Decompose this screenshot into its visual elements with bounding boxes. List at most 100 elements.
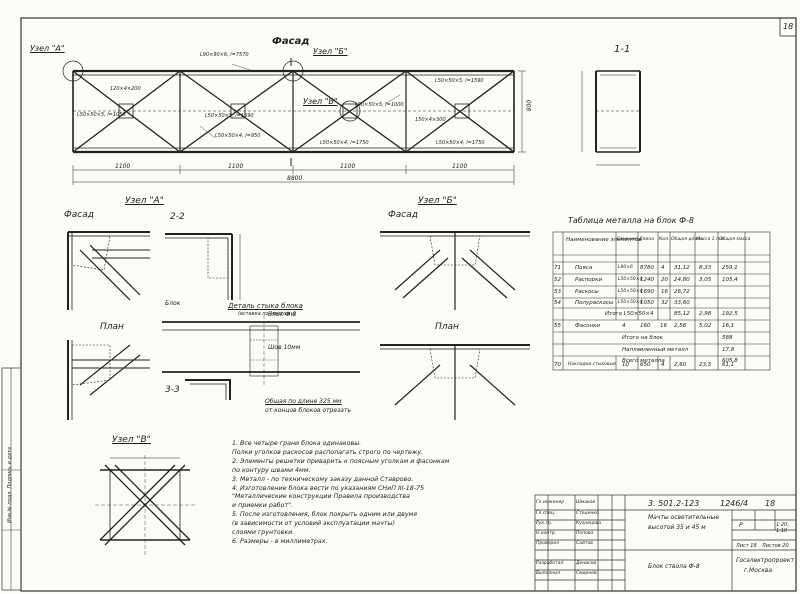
cell-name: Полураскосы [575, 300, 614, 306]
staff-role: Н.контр. [536, 531, 557, 536]
cell-pos: 54 [554, 300, 561, 306]
sheet-number: 18 [783, 22, 794, 31]
staff-role: Гл.спец. [536, 511, 556, 516]
side-stamp: Инв.№ подл. Подпись и дата [7, 447, 13, 523]
cell-subtotal-mass: 192,5 [722, 311, 738, 317]
label-brace-5: L50×50×4, l=950 [215, 133, 261, 139]
th-qty: Кол. [659, 237, 670, 242]
cell-section: L50×50×4 [618, 289, 643, 294]
label-brace-2: L50×50×5, l=1590 [205, 113, 254, 119]
note-line: 6. Размеры - в миллиметрах. [232, 537, 328, 545]
section-2-2-view [165, 233, 241, 300]
cell-weld: 17,8 [722, 347, 735, 353]
uzel-b-plan [380, 344, 530, 420]
cell-length: 1690 [640, 289, 654, 295]
note-line: 2. Элементы решетки приварить к поясным … [232, 457, 450, 465]
cell-length: 160 [640, 323, 651, 329]
th-length: Длина [639, 237, 655, 242]
staff-role: Выполнил [536, 571, 560, 576]
cell-name: Фасонки [575, 323, 600, 329]
th-total-len: Общая длина [671, 237, 704, 242]
cell-pos: 70 [554, 362, 561, 368]
th-mass: Общая масса [719, 237, 751, 242]
title-sheet-num: 18 [765, 499, 776, 508]
staff-name: Смирнов [576, 571, 597, 576]
cell-mass: 16,1 [722, 323, 735, 329]
splice-title: Деталь стыка блока [228, 302, 303, 310]
label-brace-3: L50×50×5, l=1050 [77, 112, 126, 118]
main-facade-truss [62, 58, 526, 185]
cell-total-len: 2,56 [674, 323, 687, 329]
uzel-a-title: Узел "А" [125, 196, 164, 206]
dim-seg-4: 1100 [452, 163, 468, 170]
title-sheet-code: 1246/4 [720, 499, 749, 508]
staff-role: Рук.гр. [536, 521, 553, 526]
cell-total-len: 26,72 [674, 289, 690, 295]
staff-role: Разработал [536, 561, 564, 566]
main-facade-title: Фасад [272, 36, 310, 47]
cell-length: 1050 [640, 300, 654, 306]
cell-length: 650 [640, 362, 651, 368]
cell-section: 10 [622, 362, 629, 368]
note-line: 4. Изготовление блока вести по указаниям… [232, 484, 425, 492]
general-notes: 1. Все четыре грани блока одинаковы. Пол… [232, 440, 449, 547]
note-line: 5. После изготовления, блок покрыть одни… [232, 511, 418, 519]
cell-pos: 53 [554, 289, 561, 295]
uzel-v-view [95, 455, 195, 555]
uzel-b-facade-title: Фасад [388, 210, 418, 220]
uzel-a-plan-title: План [100, 322, 124, 332]
cell-pos: 71 [554, 265, 561, 271]
dim-seg-3: 1100 [340, 163, 356, 170]
cell-mass: 61,1 [722, 362, 735, 368]
splice-weld: Шов 10мм [268, 344, 301, 351]
note-line: и приемки работ". [232, 502, 293, 510]
uzel-b-reference: Узел "Б" [313, 47, 348, 56]
title-code: 3. 501.2-123 [648, 499, 700, 508]
cell-total-len: 2,60 [674, 362, 687, 368]
cell-total-block: 588 [722, 335, 733, 341]
staff-role: Проверил [536, 541, 560, 546]
section-3-3-view [185, 379, 231, 400]
uzel-a-facade [67, 231, 150, 310]
cell-name: Раскосы [575, 289, 599, 295]
title-block-grid [534, 494, 797, 592]
cell-mass: 259,1 [722, 265, 738, 271]
cell-pos: 52 [554, 277, 561, 283]
label-brace-6: L50×50×4, l=1750 [320, 140, 369, 146]
dim-seg-1: 1100 [115, 163, 131, 170]
cell-section: 4 [622, 323, 626, 329]
cell-qty: 4 [661, 265, 665, 271]
cell-name: Накладки стыковые [568, 362, 616, 367]
section-1-1-title: 1-1 [614, 44, 631, 55]
cell-mass: 105,4 [722, 277, 738, 283]
cell-qty: 20 [661, 277, 668, 283]
metal-table-title: Таблица металла на блок Ф-8 [568, 216, 694, 225]
cell-unit-mass: 23,5 [699, 362, 712, 368]
th-name: Наименование элементов [566, 237, 642, 243]
cell-unit-mass: 5,02 [699, 323, 712, 329]
binding-strip [1, 367, 22, 591]
uzel-b-plan-title: План [435, 322, 459, 332]
cell-subtotal-unit: 2,98 [699, 311, 712, 317]
cell-unit-mass: 8,33 [699, 265, 712, 271]
cell-name: Пояса [575, 265, 593, 271]
label-chord: L90×90×6, l=7570 [200, 52, 249, 58]
staff-name: Попова [576, 531, 594, 536]
staff-role: Гл.инженер [536, 500, 565, 505]
title-sheet-label: Лист 18 [736, 543, 757, 549]
uzel-b-title: Узел "Б" [418, 196, 457, 206]
splice-length-note-1: Общая по длине 325 мм [265, 398, 342, 405]
splice-subtitle: (вставка по монтажу) [238, 311, 296, 317]
cell-length: 8780 [640, 265, 654, 271]
staff-name: Шмаков [576, 500, 596, 505]
label-brace-1: L50×50×5, l=1590 [435, 78, 484, 84]
title-scale: 1:20; 1:10 [776, 522, 789, 534]
label-gusset-1: 150×4×300 [415, 117, 446, 123]
staff-name: Сайтов [576, 541, 593, 546]
cell-subtotal-label: Итого L50×50×4 [605, 311, 654, 317]
cell-qty: 32 [661, 300, 668, 306]
uzel-v-reference: Узел "В" [303, 97, 338, 106]
cell-length: 1240 [640, 277, 654, 283]
note-line: "Металлические конструкции Правила произ… [232, 493, 410, 501]
